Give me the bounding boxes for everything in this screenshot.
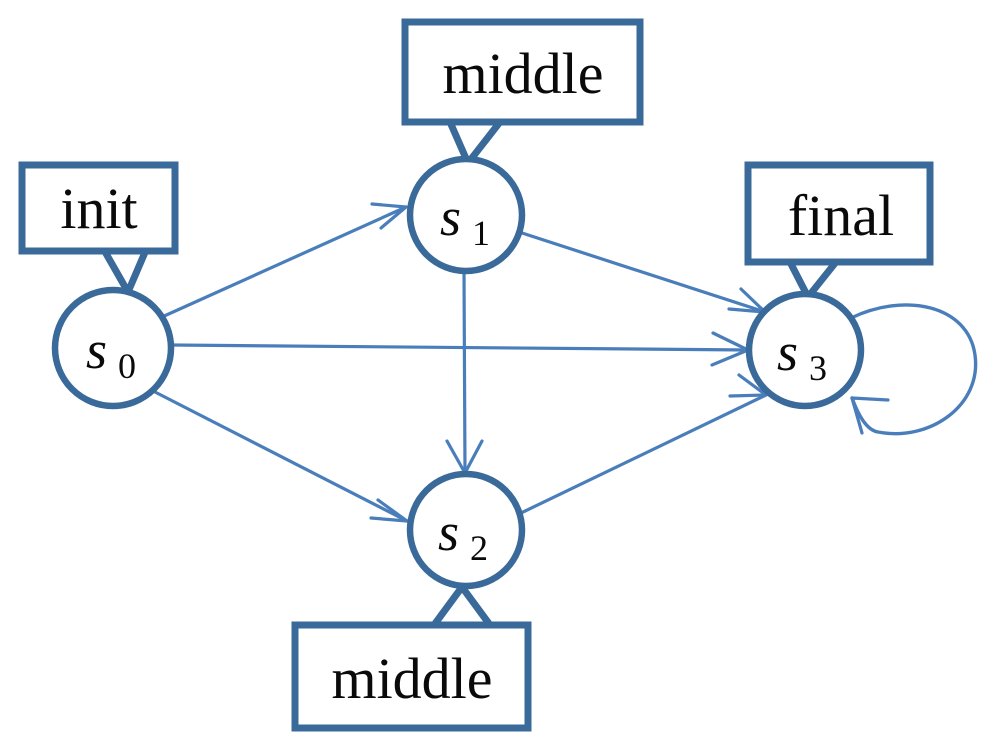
arrowhead [710, 331, 750, 367]
arrowhead [850, 396, 890, 435]
transition-s0-s2[interactable] [153, 390, 409, 523]
callout-init-label: init [60, 176, 137, 241]
edge-line [849, 303, 978, 436]
state-circle [51, 286, 175, 410]
transition-s0-s3[interactable] [169, 331, 750, 367]
arrowhead [728, 373, 768, 398]
state-circle [406, 470, 526, 590]
transition-s3-self-loop[interactable] [849, 303, 978, 436]
arrowhead [727, 287, 767, 314]
edge-line [160, 205, 408, 319]
transition-s1-s2[interactable] [445, 269, 484, 475]
state-node-s0[interactable]: s 0 [51, 286, 175, 410]
callout-tail-init [100, 246, 150, 296]
transition-s0-s1[interactable] [160, 202, 408, 319]
callout-final[interactable]: final [744, 161, 934, 266]
state-node-s3[interactable]: s 3 [745, 290, 865, 410]
callout-init[interactable]: init [18, 161, 179, 255]
callout-middle-bottom-label: middle [331, 646, 492, 711]
state-s0-subscript: 0 [118, 346, 136, 386]
state-s1-subscript: 1 [472, 213, 490, 253]
callout-box [291, 621, 532, 732]
callout-box [401, 18, 644, 126]
state-node-s2[interactable]: s 2 [406, 470, 526, 590]
callout-middle-top[interactable]: middle [401, 18, 644, 126]
callout-middle-top-label: middle [442, 41, 603, 106]
transition-s2-s3[interactable] [519, 373, 768, 515]
state-s3-label: s [777, 322, 798, 382]
callout-box [18, 161, 179, 255]
state-s0-label: s [86, 320, 107, 380]
state-s2-subscript: 2 [470, 528, 488, 568]
arrowhead [370, 202, 408, 230]
edge-line [519, 393, 768, 515]
transition-edges [153, 202, 978, 523]
state-node-s1[interactable]: s 1 [406, 155, 526, 275]
callout-final-label: final [788, 183, 894, 248]
edge-line [462, 269, 467, 475]
state-s3-subscript: 3 [809, 348, 827, 388]
callout-box [744, 161, 934, 266]
state-circle [745, 290, 865, 410]
callout-tail-middle-bottom [430, 583, 494, 629]
transition-s1-s3[interactable] [517, 230, 767, 314]
edge-line [169, 343, 750, 352]
state-circle [406, 155, 526, 275]
state-nodes: s 0 s 1 s 2 s 3 [51, 155, 865, 590]
arrowhead [445, 439, 484, 475]
edge-line [517, 230, 767, 314]
state-s1-label: s [440, 187, 461, 247]
callout-boxes: init middle middle final [18, 18, 934, 732]
arrowhead [369, 498, 409, 523]
state-s2-label: s [438, 502, 459, 562]
edge-line [153, 390, 409, 523]
callout-middle-bottom[interactable]: middle [291, 621, 532, 732]
